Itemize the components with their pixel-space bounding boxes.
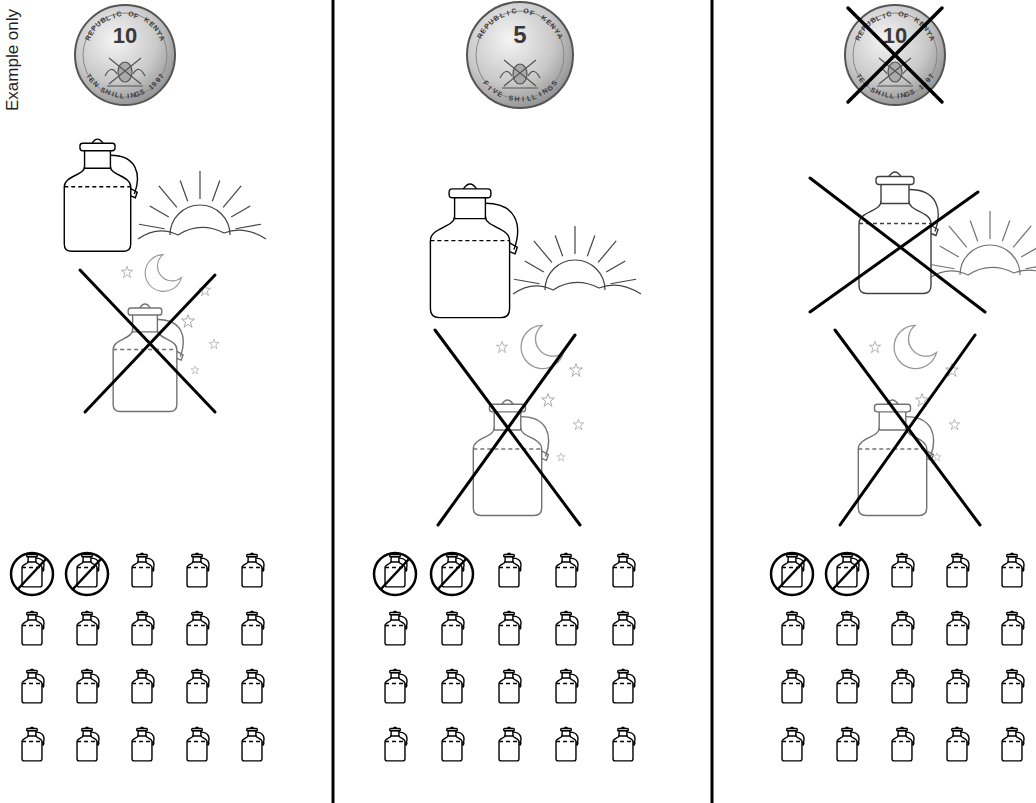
coin-value: 5 xyxy=(513,23,526,47)
coin-letter: S xyxy=(508,94,514,102)
coin-letter xyxy=(894,11,896,18)
coin-value: 10 xyxy=(113,25,137,47)
coin-letter: I xyxy=(522,95,524,102)
coin-letter: H xyxy=(514,95,520,102)
cross-mark xyxy=(835,330,980,525)
churn-grid xyxy=(5,548,280,780)
coin-letter: I xyxy=(882,12,886,19)
no-mark xyxy=(11,553,868,595)
cross-mark xyxy=(435,330,580,525)
coin-letter: I xyxy=(881,90,885,97)
coin-letter: O xyxy=(898,11,904,19)
night-churn xyxy=(473,325,583,515)
coin-letter: A xyxy=(556,33,564,41)
coin-letter: I xyxy=(896,92,898,99)
coin-letter: L xyxy=(526,94,532,102)
watermark-note: Example only xyxy=(4,9,21,111)
coin-letter: L xyxy=(890,92,895,99)
coin-letter: I xyxy=(506,9,510,16)
cross-mark xyxy=(80,270,215,412)
coin-letter xyxy=(503,93,507,100)
cross-mark xyxy=(848,8,942,102)
coin-letter: O xyxy=(523,8,529,16)
coin-letter: F xyxy=(903,12,909,20)
coin-letter: I xyxy=(111,90,115,97)
coin-letter: L xyxy=(120,92,125,99)
coin-letter xyxy=(519,8,521,15)
coin-letter: H xyxy=(104,88,112,96)
night-churn xyxy=(858,325,959,515)
coin-letter: I xyxy=(126,92,128,99)
coin-letter: C xyxy=(886,11,892,19)
night-churn xyxy=(113,255,219,412)
cross-mark xyxy=(810,178,985,312)
coin-letter: L xyxy=(115,91,120,99)
coin-letter: C xyxy=(116,11,122,19)
day-churn xyxy=(64,139,266,251)
coin xyxy=(467,2,573,108)
coin-letter xyxy=(124,11,126,18)
coin-letter: F xyxy=(133,12,139,20)
churn-grid xyxy=(368,548,653,780)
coin-letter: O xyxy=(128,11,134,19)
column-divider xyxy=(333,0,712,803)
coin-letter: E xyxy=(496,90,503,98)
coin xyxy=(845,5,945,105)
coin-letter: L xyxy=(531,93,537,101)
churn-grid xyxy=(765,548,1036,780)
coin-letter: H xyxy=(874,88,882,96)
day-churn xyxy=(859,172,1036,294)
coin-value: 10 xyxy=(883,25,907,47)
coin-letter: C xyxy=(511,8,517,16)
coin-letter: I xyxy=(112,12,116,19)
coin-letter: L xyxy=(885,91,890,99)
coin xyxy=(75,5,175,105)
coin-letter: F xyxy=(529,9,535,17)
day-churn xyxy=(430,184,641,318)
